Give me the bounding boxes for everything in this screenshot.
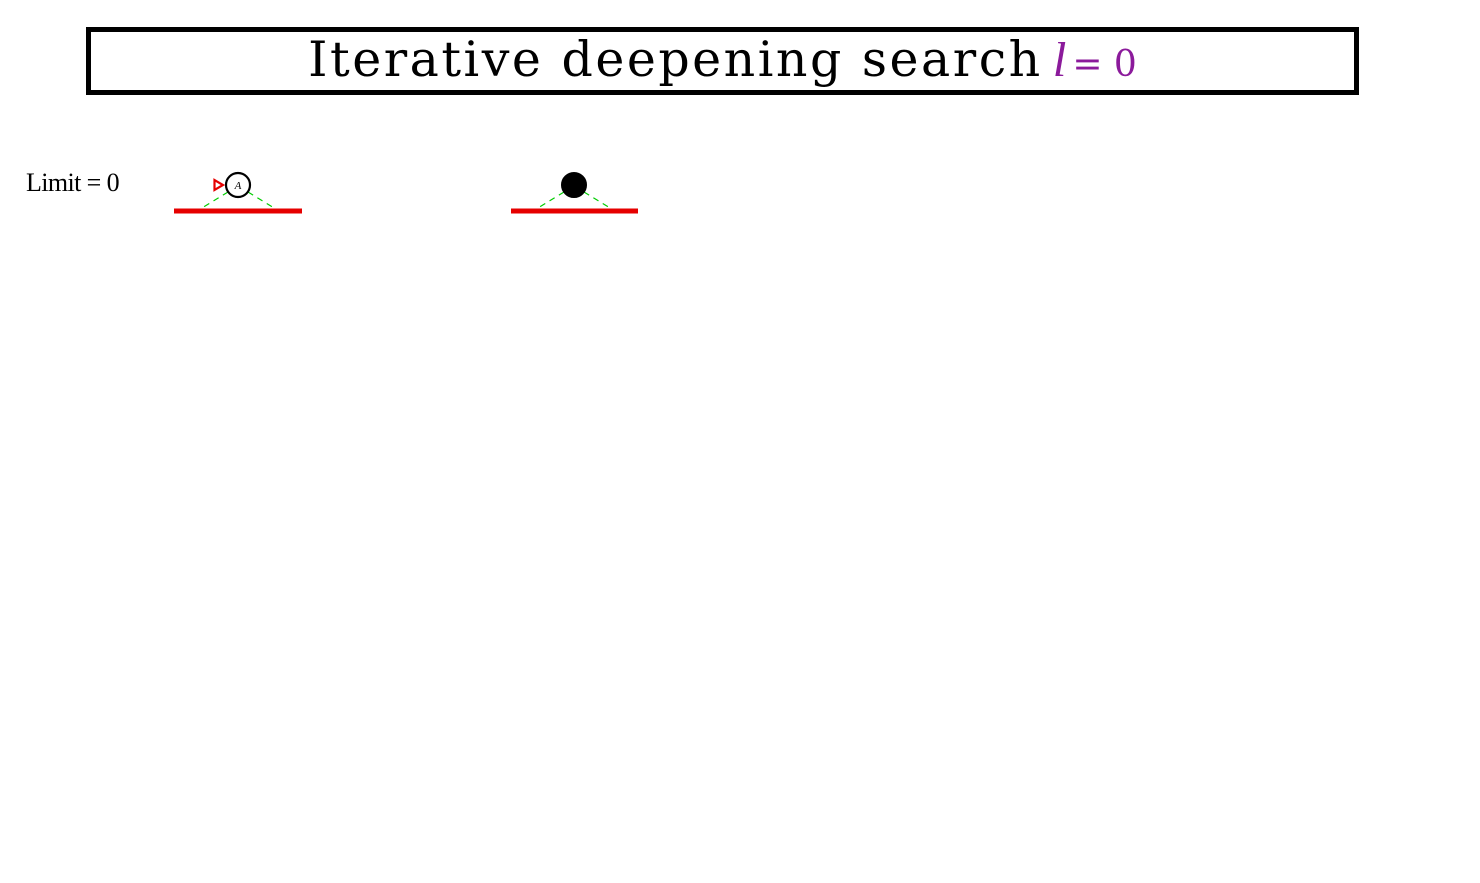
title-text: Iterative deepening search bbox=[308, 31, 1043, 88]
child-edge-right bbox=[583, 191, 611, 209]
pointer-arrow-icon bbox=[213, 178, 226, 192]
root-node-label: A bbox=[234, 180, 242, 192]
limit-value: = 0 bbox=[1072, 44, 1137, 85]
root-node bbox=[224, 171, 252, 199]
child-edge-left bbox=[201, 191, 229, 209]
limit-variable: l bbox=[1052, 32, 1067, 87]
expanded-node bbox=[561, 172, 587, 198]
tree-step-2 bbox=[511, 172, 638, 214]
child-edge-right bbox=[247, 191, 275, 209]
tree-step-1: A bbox=[174, 171, 302, 214]
limit-label: Limit = 0 bbox=[26, 168, 120, 197]
child-edge-left bbox=[537, 191, 565, 209]
